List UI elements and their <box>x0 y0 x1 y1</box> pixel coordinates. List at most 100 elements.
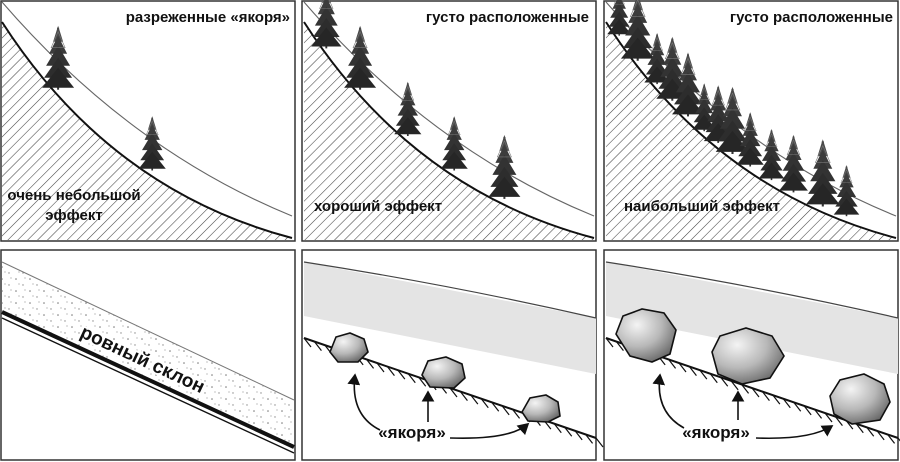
effect-very-small-line1: очень небольшой <box>7 187 140 204</box>
spruce-tree <box>804 138 841 208</box>
ground-line <box>1 310 295 449</box>
effect-very-small-line2: эффект <box>45 207 103 224</box>
boulder <box>521 394 561 423</box>
ground-hatch-tick <box>761 391 770 401</box>
effect-good: хороший эффект <box>314 198 442 215</box>
ground-hatch-tick <box>459 391 468 401</box>
snow-top-edge <box>605 261 899 319</box>
panel-frame-densest <box>603 0 899 242</box>
effect-greatest: наибольший эффект <box>624 198 780 215</box>
spruce-tree <box>757 128 786 181</box>
snow-top-edge <box>303 261 597 319</box>
spruce-tree <box>137 115 167 172</box>
snow-surface <box>1 261 295 401</box>
snow-band <box>606 262 898 374</box>
ground-hatch-tick <box>480 398 489 409</box>
anchor-arrow <box>652 373 685 429</box>
ground-hatch-tick <box>793 401 802 412</box>
ground-hatch-tick <box>376 362 385 373</box>
ground-hatch-tick <box>386 366 395 376</box>
ground-hatch-tick <box>824 412 833 423</box>
ground-hatch-tick <box>720 376 729 387</box>
anchor-arrow <box>755 425 834 440</box>
ground-hatch-tick <box>574 430 583 441</box>
ground-hatch-tick <box>366 359 375 369</box>
ground-hatch-tick <box>699 369 708 380</box>
spruce-tree <box>778 133 809 194</box>
ground-hatch-tick <box>595 437 604 448</box>
ground-line-lower <box>1 317 295 454</box>
boulder <box>329 332 369 363</box>
ground-hatch-tick <box>585 434 594 444</box>
ground-hatch <box>304 22 594 240</box>
boulder-panel-large <box>605 261 900 444</box>
ground-hatch-tick <box>553 423 562 434</box>
snow-surface <box>1 1 293 217</box>
ground-hatch-tick <box>668 359 677 369</box>
panel-frame-dense <box>301 0 597 242</box>
slope-panel-0 <box>1 1 293 240</box>
boulder <box>421 356 466 389</box>
spruce-tree <box>343 24 378 91</box>
boulder-slopes <box>303 261 900 448</box>
boulder <box>615 308 677 363</box>
caption-dense-anchors: густо расположенные <box>426 9 589 26</box>
ground-surface <box>605 21 897 239</box>
ground-hatch-tick <box>605 337 614 348</box>
ground-hatch-tick <box>470 394 479 405</box>
ground-hatch-tick <box>897 437 900 442</box>
ground-hatch-tick <box>407 373 416 384</box>
ground-hatch-tick <box>615 341 624 351</box>
ground-surface <box>303 21 595 239</box>
ground-hatch <box>606 22 896 240</box>
boulder-panel-small <box>303 261 604 448</box>
panel-frame-smooth <box>0 249 296 461</box>
ground-hatch-tick <box>730 380 739 391</box>
ground-hatch-tick <box>803 405 812 416</box>
ground-hatch-tick <box>397 369 406 380</box>
ground-hatch-tick <box>834 416 843 426</box>
snow-band <box>304 262 596 374</box>
ground-hatch-tick <box>855 423 864 434</box>
ground-hatch-tick <box>866 426 875 437</box>
spruce-tree <box>832 164 861 217</box>
ground-hatch-tick <box>418 376 427 387</box>
ground-hatch-tick <box>782 398 791 409</box>
ground-hatch-tick <box>876 430 885 441</box>
spruce-tree <box>41 24 76 91</box>
ground-hatch-tick <box>887 434 896 444</box>
ground-hatch-tick <box>751 387 760 398</box>
anchors-label-small: «якоря» <box>378 423 446 442</box>
panel-frame-sparse <box>0 0 296 242</box>
anchors-label-large: «якоря» <box>682 423 750 442</box>
ground-hatch-tick <box>814 409 823 419</box>
ground-hatch-tick <box>772 394 781 405</box>
spruce-tree <box>393 80 423 137</box>
caption-sparse-anchors: разреженные «якоря» <box>126 9 290 26</box>
ground-hatch-tick <box>564 426 573 437</box>
anchor-arrow <box>449 422 530 440</box>
slope-panel-1 <box>303 1 595 240</box>
spruce-tree <box>439 115 469 172</box>
ground-hatch-tick <box>678 362 687 373</box>
ground-hatch-tick <box>491 401 500 412</box>
ground-hatch-tick <box>688 366 697 376</box>
ground-hatch-tick <box>512 409 521 419</box>
ground-hatch-tick <box>741 384 750 394</box>
ground-surface <box>1 21 293 239</box>
anchor-arrow <box>347 373 381 431</box>
ground-hatch-tick <box>313 341 322 351</box>
caption-densest-anchors: густо расположенные <box>730 9 893 26</box>
spruce-tree <box>487 133 522 200</box>
snow-surface <box>303 1 595 217</box>
snow-layer <box>2 262 294 446</box>
ground-hatch-tick <box>449 387 458 398</box>
boulder <box>711 327 785 385</box>
spruce-tree <box>310 0 343 50</box>
ground-hatch-tick <box>501 405 510 416</box>
boulder <box>829 373 891 425</box>
spruce-tree <box>606 0 632 37</box>
ground-hatch-tick <box>303 337 312 348</box>
